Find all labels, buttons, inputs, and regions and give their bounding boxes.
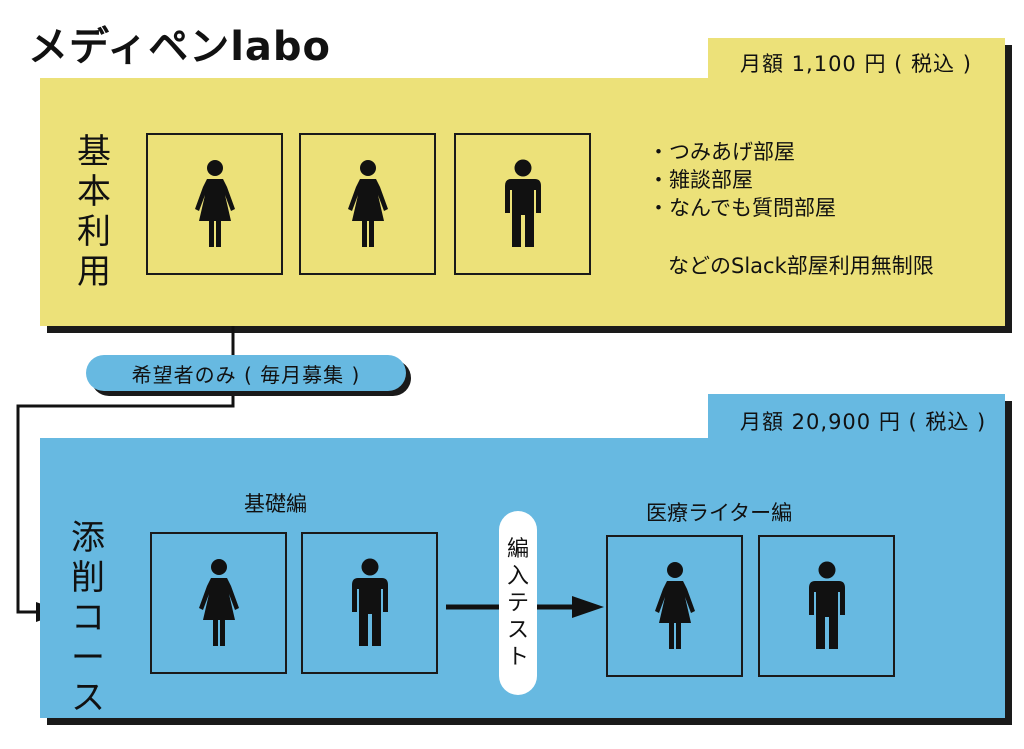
page-title: メディペンlabo [28, 24, 332, 70]
basic-member-box-2 [299, 133, 436, 275]
female-icon [347, 160, 388, 247]
transition-pill: 希望者のみ ( 毎月募集 ) [86, 355, 406, 391]
feature-item: ・雑談部屋 [648, 168, 753, 192]
progress-arrowhead [572, 596, 604, 618]
basic-price-tab-cover [708, 38, 1005, 82]
feature-item: ・つみあげ部屋 [648, 140, 795, 164]
slack-note: などのSlack部屋利用無制限 [668, 254, 934, 278]
basic-member-box-3 [454, 133, 591, 275]
advanced-section-label: 医療ライター編 [646, 501, 793, 525]
basic-section-label: 基礎編 [244, 492, 307, 516]
transfer-test-pill: 編入テスト [499, 511, 537, 695]
feature-item: ・なんでも質問部屋 [648, 196, 836, 220]
female-icon [198, 559, 239, 646]
female-icon [654, 562, 695, 649]
male-icon [808, 561, 845, 649]
advanced-section-box-2 [758, 535, 895, 677]
basic-member-box-1 [146, 133, 283, 275]
male-icon [351, 558, 388, 646]
basic-section-box-1 [150, 532, 287, 674]
male-icon [504, 159, 541, 247]
correction-price-tab-cover [708, 394, 1005, 442]
basic-section-box-2 [301, 532, 438, 674]
basic-feature-list: ・つみあげ部屋 ・雑談部屋 ・なんでも質問部屋 [648, 138, 836, 222]
basic-plan-label: 基本利用 [77, 132, 111, 292]
advanced-section-box-1 [606, 535, 743, 677]
transfer-test-label: 編入テスト [506, 536, 529, 670]
correction-course-label: 添削コース [71, 518, 105, 718]
basic-price: 月額 1,100 円 ( 税込 ) [740, 52, 972, 76]
female-icon [194, 160, 235, 247]
correction-price: 月額 20,900 円 ( 税込 ) [740, 410, 987, 434]
